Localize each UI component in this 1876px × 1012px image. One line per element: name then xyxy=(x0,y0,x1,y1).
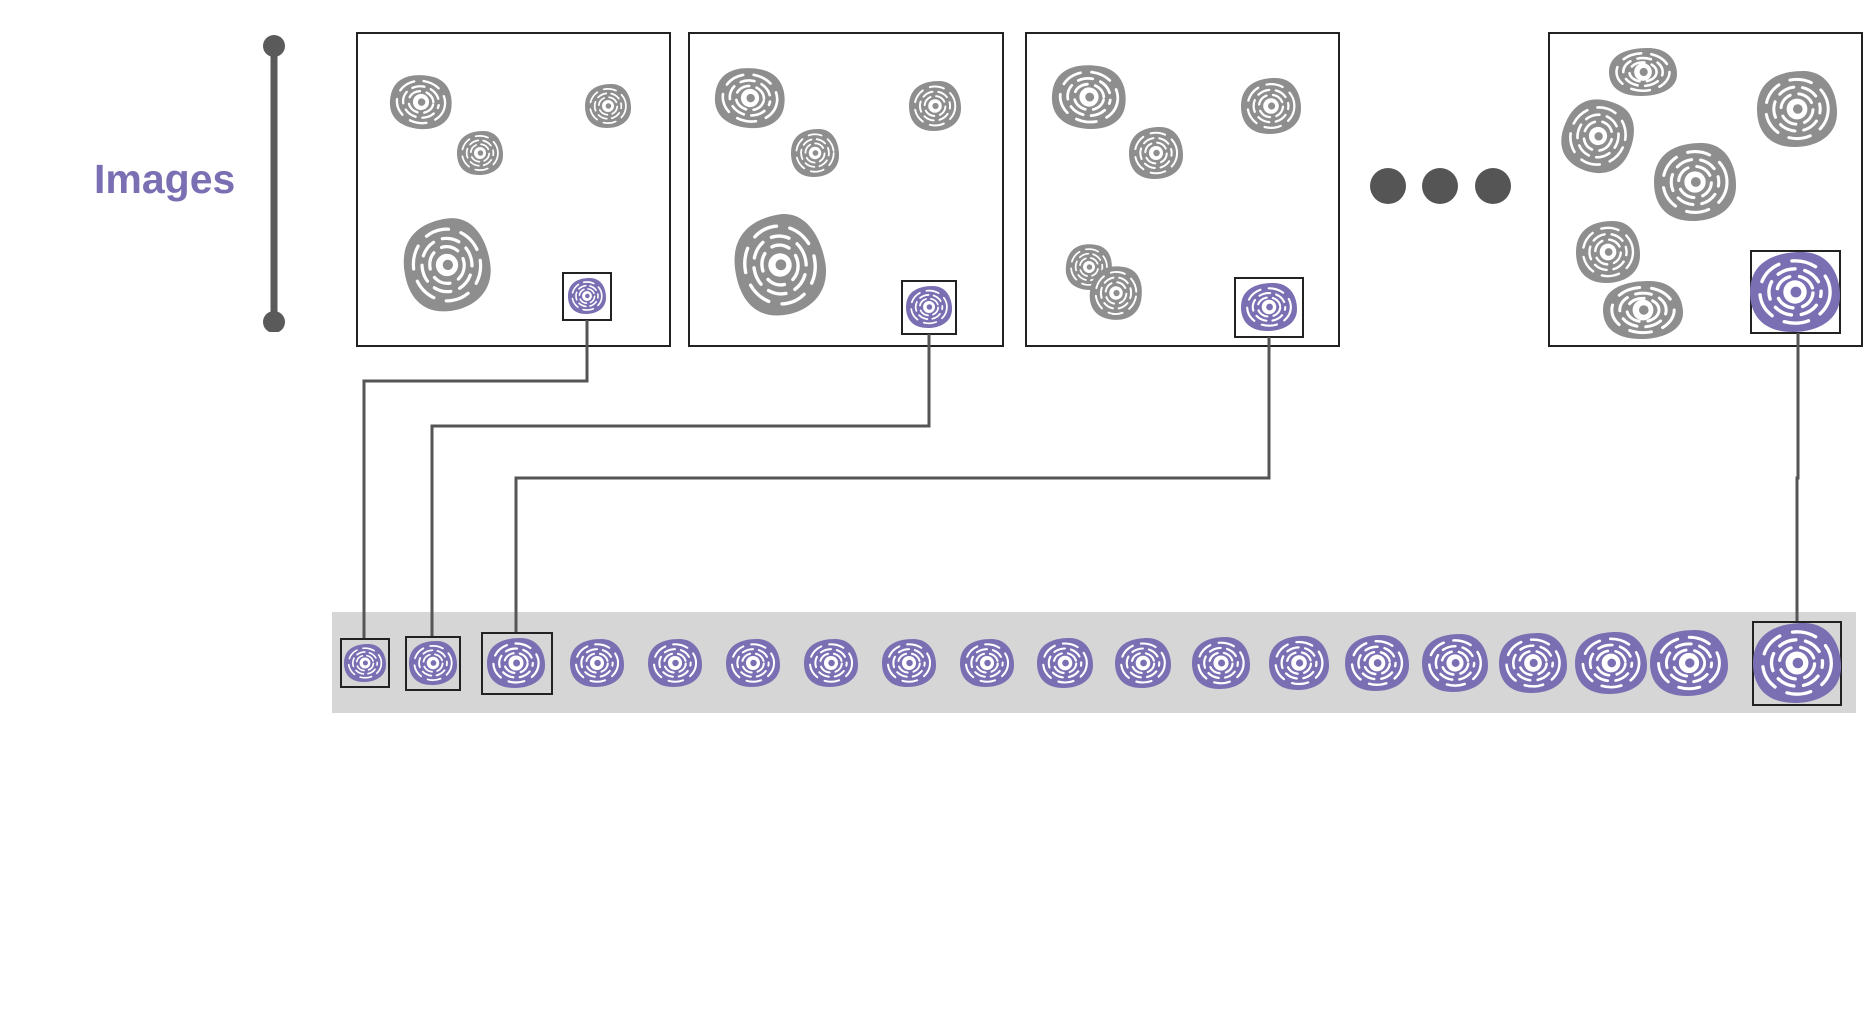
gray-cell xyxy=(1757,71,1837,147)
strip-cell xyxy=(487,638,545,688)
gray-cell xyxy=(1241,78,1301,134)
strip-cell xyxy=(1115,638,1171,688)
strip-highlight-box xyxy=(481,632,553,695)
strip-cell xyxy=(344,644,386,682)
strip-cell xyxy=(726,639,780,687)
gray-cell xyxy=(1609,48,1677,96)
gray-cell xyxy=(1654,143,1736,221)
strip-cell xyxy=(1037,638,1093,688)
strip-cell xyxy=(409,641,457,685)
gray-cell xyxy=(734,214,827,316)
highlighted-cell xyxy=(906,286,952,328)
strip-cell xyxy=(1499,633,1567,693)
gray-cell xyxy=(1603,281,1683,339)
gray-cell xyxy=(909,81,961,131)
images-label: Images xyxy=(94,156,236,202)
image-panel-1 xyxy=(356,32,671,347)
gray-cell xyxy=(714,68,785,129)
strip-cell xyxy=(804,639,858,687)
strip-cell xyxy=(1753,623,1841,703)
connector-line xyxy=(514,337,1271,632)
gray-cell xyxy=(585,84,631,128)
ellipsis-dot xyxy=(1475,168,1511,204)
strip-highlight-box xyxy=(340,638,390,688)
ellipsis-dot xyxy=(1422,168,1458,204)
ellipsis-dot xyxy=(1370,168,1406,204)
strip-highlight-box xyxy=(405,636,461,691)
gray-cell xyxy=(1089,266,1142,320)
strip-highlight-box xyxy=(1752,621,1842,706)
highlighted-cell xyxy=(1750,252,1840,332)
strip-cell xyxy=(1192,637,1250,689)
connector-line xyxy=(362,320,589,638)
gray-cell xyxy=(1051,65,1126,130)
strip-cell xyxy=(648,639,702,687)
strip-cell xyxy=(960,639,1014,687)
gray-cell xyxy=(1129,127,1183,179)
strip-cell xyxy=(1650,630,1728,696)
connector-line xyxy=(1795,333,1800,622)
strip-cell xyxy=(1422,634,1488,692)
highlighted-cell xyxy=(1241,283,1297,331)
strip-cell xyxy=(1345,635,1409,691)
gray-cell xyxy=(1576,221,1640,283)
strip-cell xyxy=(570,639,624,687)
scale-bar xyxy=(263,35,285,332)
connector-line xyxy=(430,334,931,636)
strip-cell xyxy=(882,639,936,687)
strip-cell xyxy=(1575,632,1647,694)
gray-cell xyxy=(403,218,491,312)
highlighted-cell xyxy=(568,278,606,314)
gray-cell xyxy=(1561,99,1634,174)
gray-cell xyxy=(791,129,839,177)
gray-cell xyxy=(389,75,452,130)
gray-cell xyxy=(457,131,503,175)
strip-cell xyxy=(1269,636,1329,690)
